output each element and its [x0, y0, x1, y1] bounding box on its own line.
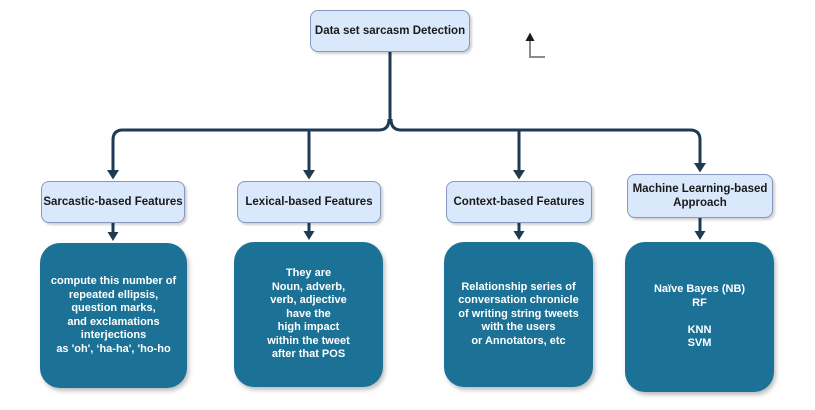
branch-line-col1 — [111, 118, 391, 170]
node-root[interactable]: Data set sarcasm Detection — [310, 10, 470, 52]
sub-arrowhead-col4 — [694, 231, 706, 240]
node-detail-lexical-features[interactable]: They are Noun, adverb, verb, adjective h… — [234, 242, 383, 387]
node-header-label: Machine Learning-based Approach — [632, 183, 768, 209]
node-detail-text: compute this number of repeated ellipsis… — [50, 275, 177, 355]
node-detail-text: They are Noun, adverb, verb, adjective h… — [267, 267, 350, 361]
arrowhead-col4 — [694, 163, 706, 173]
sub-arrowhead-col1 — [107, 232, 119, 241]
branch-line-col4 — [389, 118, 702, 163]
node-detail-ml-approach[interactable]: Naïve Bayes (NB) RF KNN SVM — [625, 242, 774, 392]
node-detail-sarcastic-features[interactable]: compute this number of repeated ellipsis… — [40, 243, 187, 388]
node-header-label: Context-based Features — [453, 196, 585, 208]
node-header-ml-approach[interactable]: Machine Learning-based Approach — [627, 174, 773, 218]
node-root-label: Data set sarcasm Detection — [314, 25, 466, 37]
node-header-sarcastic-features[interactable]: Sarcastic-based Features — [41, 181, 185, 223]
node-header-lexical-features[interactable]: Lexical-based Features — [237, 181, 381, 223]
sub-arrowhead-col3 — [513, 231, 525, 240]
arrowhead-col1 — [107, 170, 119, 180]
node-detail-context-features[interactable]: Relationship series of conversation chro… — [444, 242, 593, 387]
node-header-label: Lexical-based Features — [245, 196, 373, 208]
node-detail-text: Relationship series of conversation chro… — [458, 280, 579, 347]
corner-arrow-icon — [525, 32, 545, 58]
arrowhead-col3 — [513, 170, 525, 180]
node-header-label: Sarcastic-based Features — [43, 196, 183, 208]
arrowhead-col2 — [303, 170, 315, 180]
node-detail-text: Naïve Bayes (NB) RF KNN SVM — [653, 283, 746, 350]
node-header-context-features[interactable]: Context-based Features — [446, 181, 592, 223]
sub-arrowhead-col2 — [303, 231, 315, 240]
